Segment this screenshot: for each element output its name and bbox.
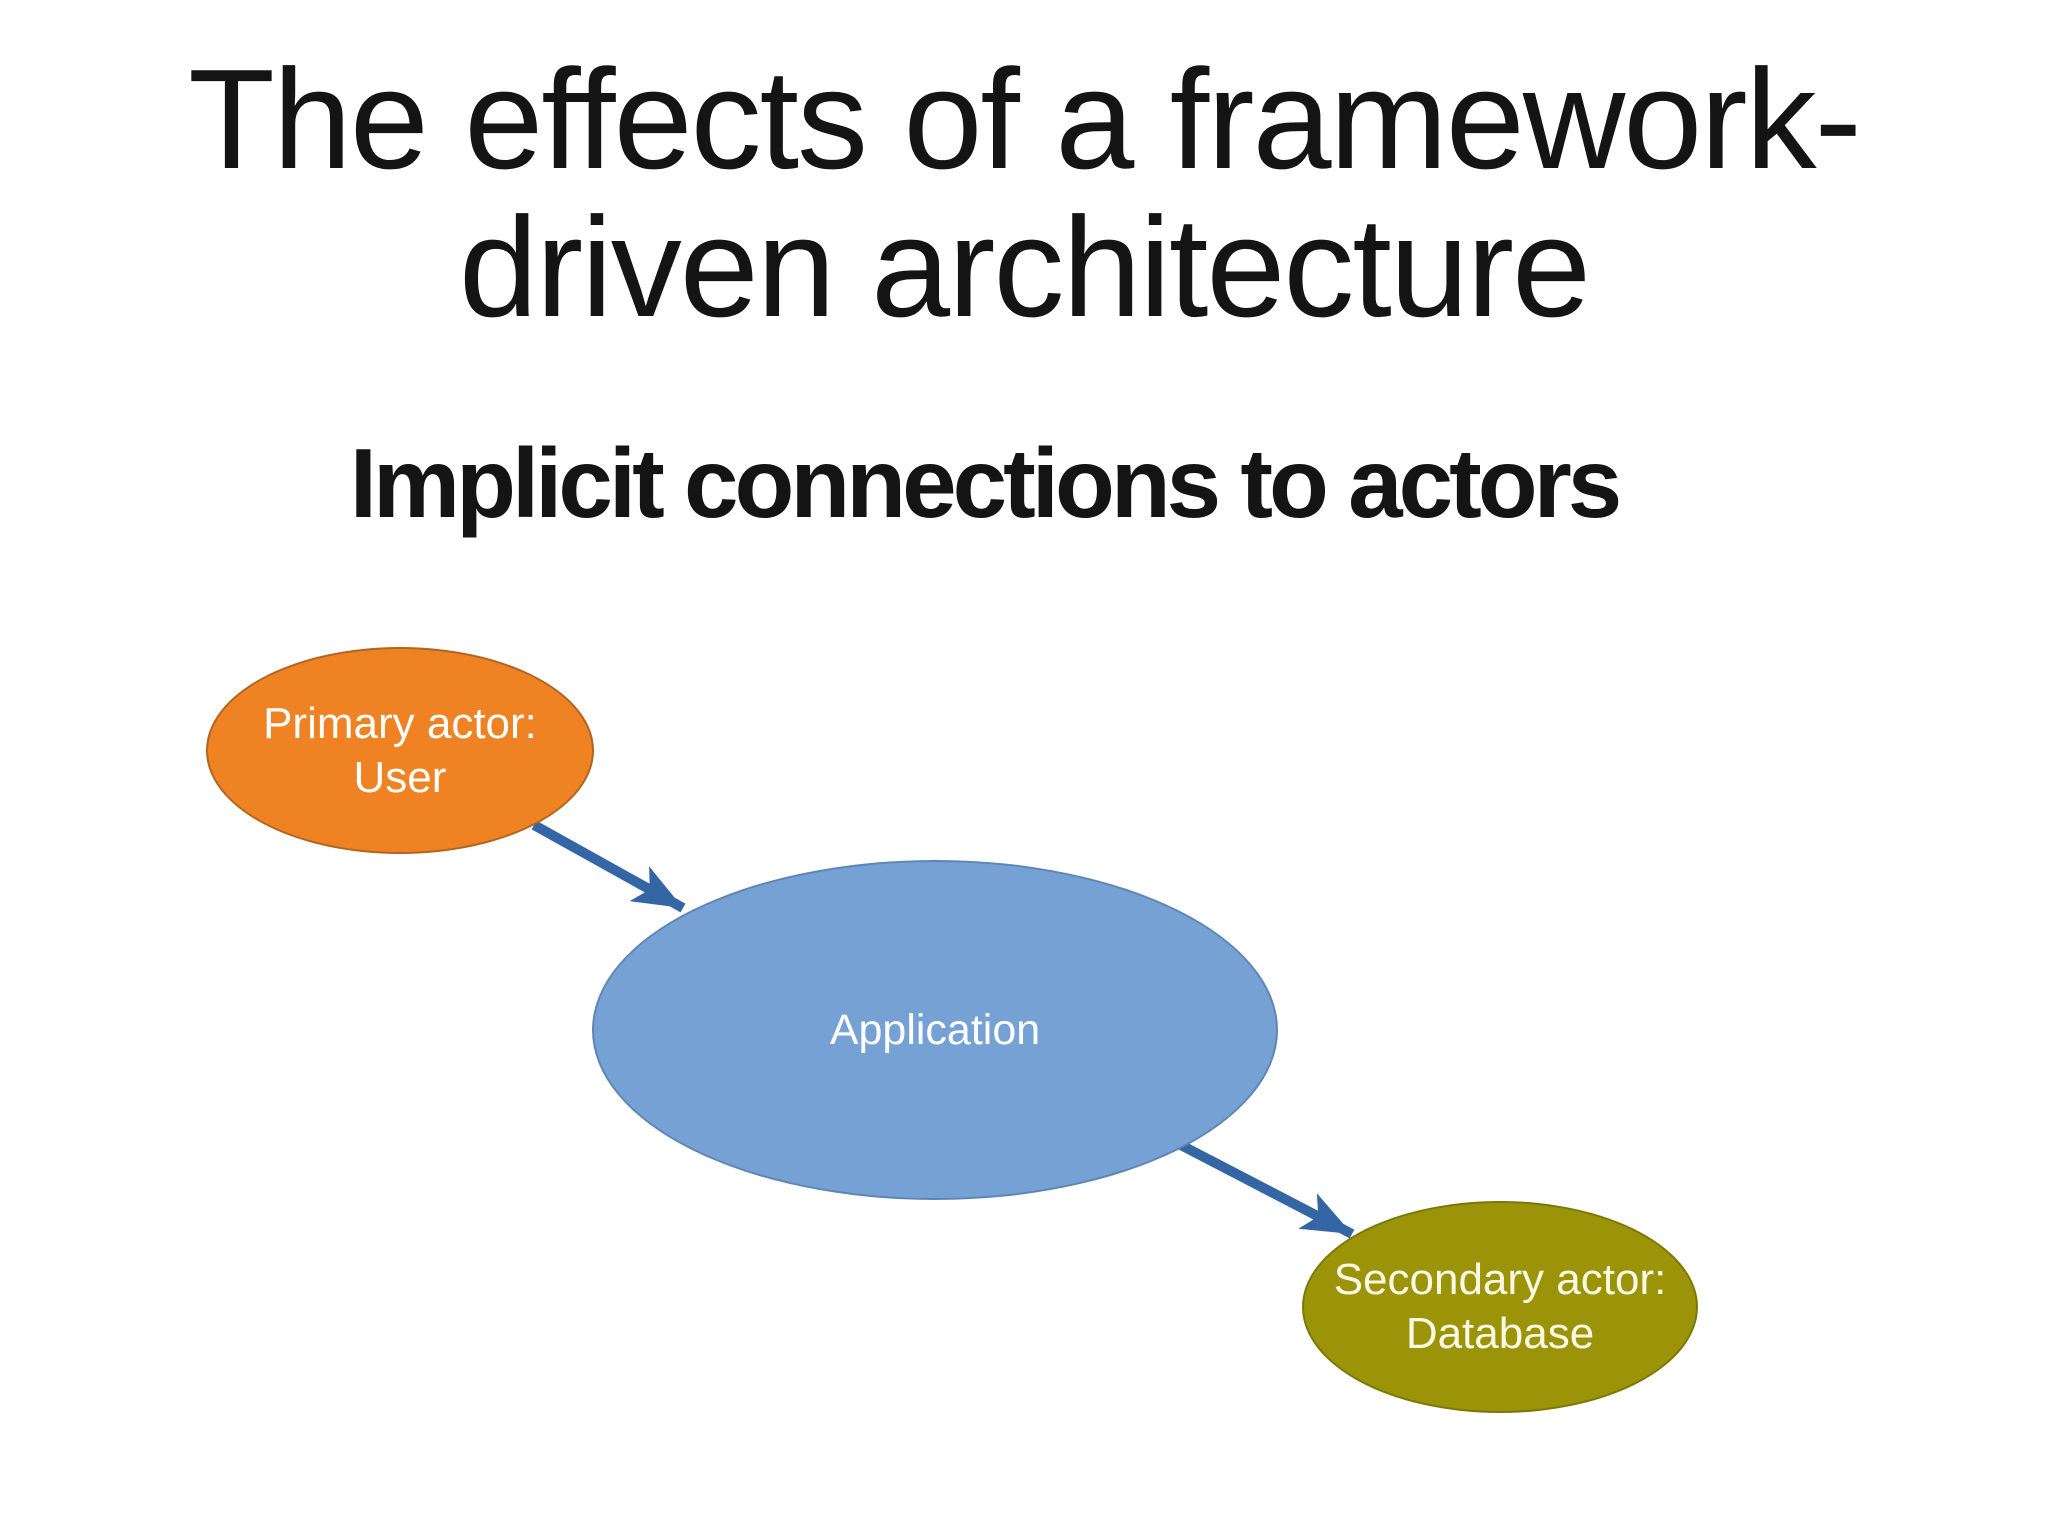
node-primary-actor: Primary actor: User [206, 647, 594, 854]
node-secondary-actor: Secondary actor: Database [1302, 1201, 1698, 1413]
slide-subtitle: Implicit connections to actors [349, 428, 1623, 538]
arrow-primary-actor-to-application [531, 820, 686, 913]
node-application: Application [592, 860, 1278, 1200]
node-primary-actor-label: Primary actor: User [263, 698, 537, 802]
slide-title: The effects of a framework- driven archi… [188, 40, 1862, 347]
node-application-label: Application [829, 1005, 1041, 1054]
node-secondary-actor-label: Secondary actor: Database [1333, 1255, 1667, 1358]
arrow-application-to-secondary-actor [1172, 1137, 1355, 1239]
